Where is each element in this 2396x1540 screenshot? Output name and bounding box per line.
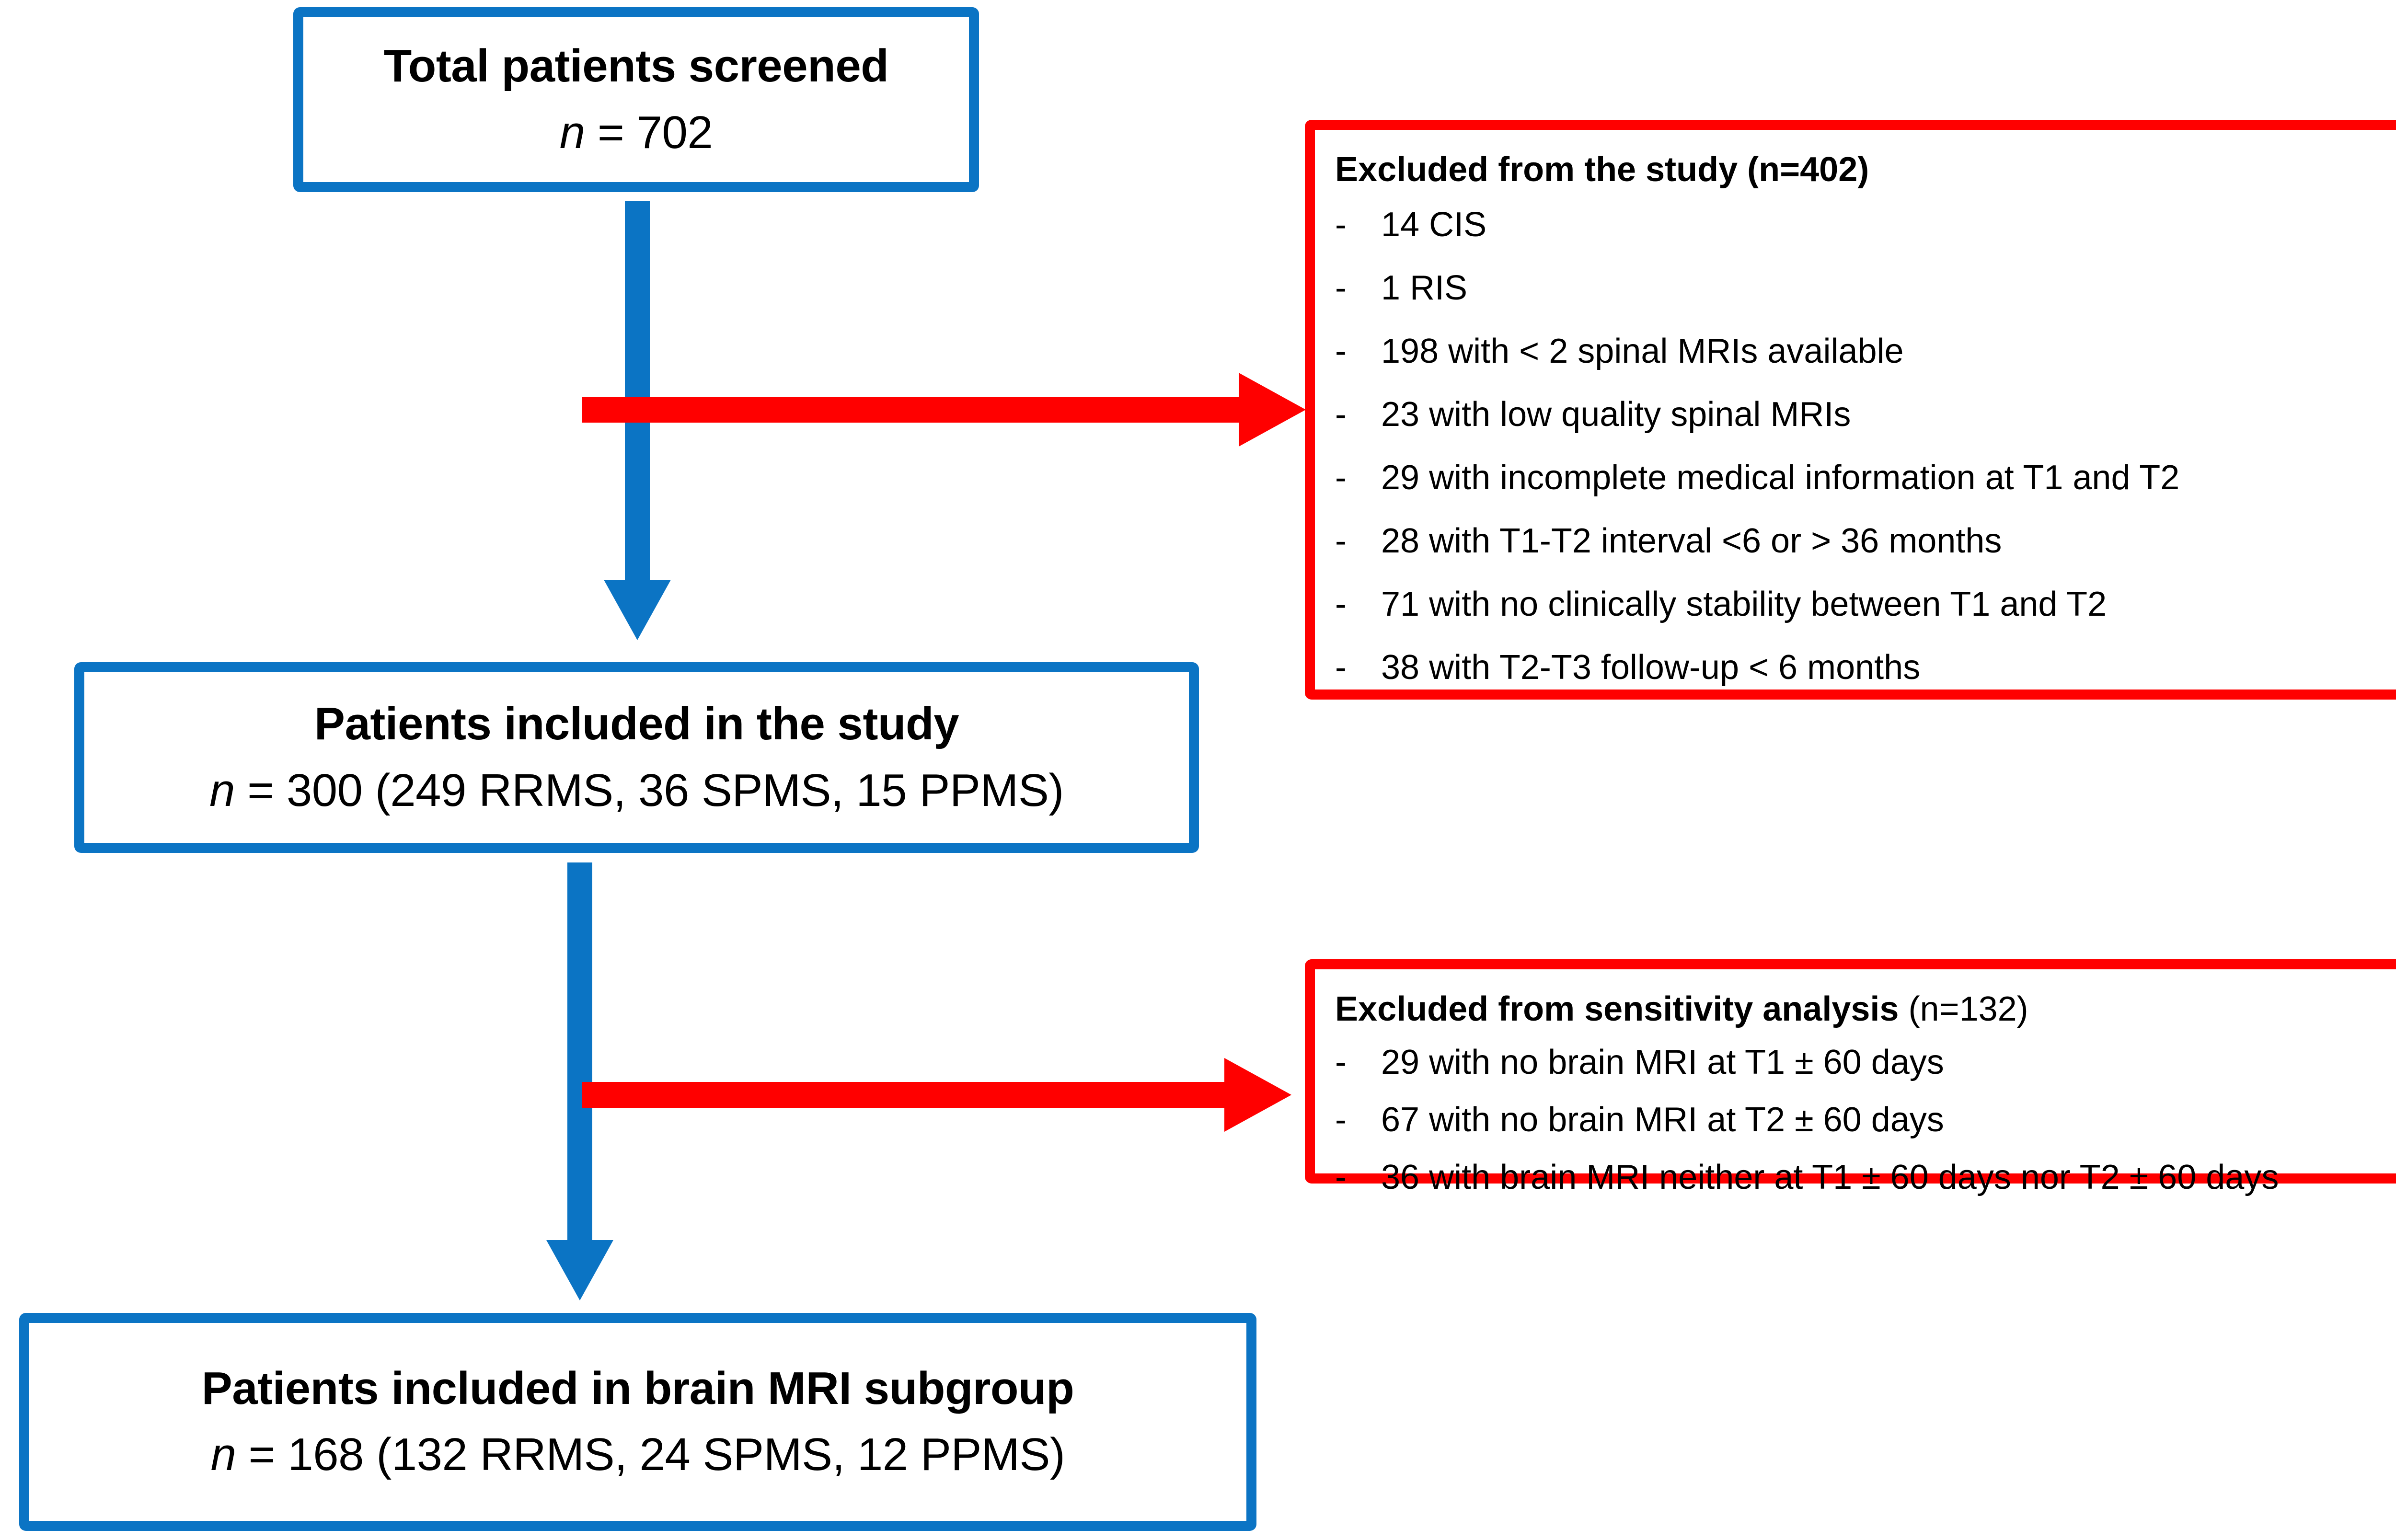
node-patients-included-in-study: Patients included in the study n = 300 (… bbox=[74, 662, 1199, 853]
list-item: - 14 CIS bbox=[1335, 205, 2396, 268]
bullet-dash-icon: - bbox=[1335, 648, 1347, 687]
arrow-right-icon bbox=[582, 373, 1306, 447]
arrow-down-included-to-subgroup bbox=[537, 862, 623, 1308]
n-value: = 702 bbox=[597, 107, 713, 158]
list-item: - 198 with < 2 spinal MRIs available bbox=[1335, 332, 2396, 395]
list-item-label: 23 with low quality spinal MRIs bbox=[1381, 395, 1851, 434]
list-item-label: 36 with brain MRI neither at T1 ± 60 day… bbox=[1381, 1158, 2279, 1197]
node-label-group: Total patients screened n = 702 bbox=[303, 37, 969, 162]
arrow-right-icon bbox=[582, 1058, 1291, 1132]
bullet-dash-icon: - bbox=[1335, 206, 1347, 244]
list-item: - 29 with no brain MRI at T1 ± 60 days bbox=[1335, 1043, 2396, 1100]
bullet-dash-icon: - bbox=[1335, 332, 1347, 371]
bullet-dash-icon: - bbox=[1335, 1101, 1347, 1139]
excluded-heading: Excluded from the study (n=402) bbox=[1335, 150, 2396, 189]
list-item-label: 198 with < 2 spinal MRIs available bbox=[1381, 332, 1904, 371]
n-italic-label: n bbox=[210, 1429, 236, 1481]
node-subtitle: n = 168 (132 RRMS, 24 SPMS, 12 PPMS) bbox=[29, 1426, 1246, 1485]
node-label-group: Patients included in the study n = 300 (… bbox=[84, 695, 1189, 820]
list-item-label: 67 with no brain MRI at T2 ± 60 days bbox=[1381, 1101, 1944, 1139]
excluded-from-sensitivity-analysis-box: Excluded from sensitivity analysis (n=13… bbox=[1305, 959, 2396, 1196]
list-item: - 28 with T1-T2 interval <6 or > 36 mont… bbox=[1335, 521, 2396, 585]
n-italic-label: n bbox=[559, 107, 585, 158]
arrow-down-icon bbox=[546, 862, 613, 1300]
bullet-dash-icon: - bbox=[1335, 1043, 1347, 1082]
node-title: Patients included in the study bbox=[314, 698, 959, 750]
arrow-right-to-excluded-study bbox=[582, 369, 1311, 450]
excluded-sensitivity-list: - 29 with no brain MRI at T1 ± 60 days -… bbox=[1335, 1043, 2396, 1215]
excluded-study-list: - 14 CIS - 1 RIS - 198 with < 2 spinal M… bbox=[1335, 205, 2396, 711]
list-item: - 23 with low quality spinal MRIs bbox=[1335, 395, 2396, 458]
node-subtitle: n = 300 (249 RRMS, 36 SPMS, 15 PPMS) bbox=[84, 761, 1189, 820]
list-item-label: 14 CIS bbox=[1381, 206, 1487, 244]
list-item-label: 1 RIS bbox=[1381, 269, 1468, 308]
list-item-label: 29 with incomplete medical information a… bbox=[1381, 459, 2180, 497]
bullet-dash-icon: - bbox=[1335, 459, 1347, 497]
node-title: Total patients screened bbox=[383, 40, 889, 92]
list-item: - 1 RIS bbox=[1335, 268, 2396, 332]
list-item-label: 38 with T2-T3 follow-up < 6 months bbox=[1381, 648, 1921, 687]
bullet-dash-icon: - bbox=[1335, 522, 1347, 561]
excluded-from-study-box: Excluded from the study (n=402) - 14 CIS… bbox=[1305, 120, 2396, 700]
bullet-dash-icon: - bbox=[1335, 1158, 1347, 1197]
bullet-dash-icon: - bbox=[1335, 585, 1347, 624]
list-item-label: 71 with no clinically stability between … bbox=[1381, 585, 2107, 624]
excluded-content: Excluded from the study (n=402) - 14 CIS… bbox=[1335, 150, 2396, 711]
list-item: - 38 with T2-T3 follow-up < 6 months bbox=[1335, 648, 2396, 711]
list-item: - 29 with incomplete medical information… bbox=[1335, 458, 2396, 521]
arrow-right-to-excluded-sensitivity bbox=[582, 1054, 1296, 1136]
n-italic-label: n bbox=[209, 765, 235, 816]
bullet-dash-icon: - bbox=[1335, 269, 1347, 308]
list-item-label: 29 with no brain MRI at T1 ± 60 days bbox=[1381, 1043, 1944, 1082]
excluded-heading-plain: (n=132) bbox=[1899, 990, 2028, 1028]
excluded-heading-bold: Excluded from sensitivity analysis bbox=[1335, 990, 1899, 1028]
node-subtitle: n = 702 bbox=[303, 103, 969, 162]
list-item: - 36 with brain MRI neither at T1 ± 60 d… bbox=[1335, 1158, 2396, 1215]
excluded-content: Excluded from sensitivity analysis (n=13… bbox=[1335, 990, 2396, 1215]
node-title: Patients included in brain MRI subgroup bbox=[201, 1362, 1074, 1414]
node-patients-included-in-brain-mri-subgroup: Patients included in brain MRI subgroup … bbox=[19, 1313, 1256, 1531]
n-value: = 168 (132 RRMS, 24 SPMS, 12 PPMS) bbox=[248, 1429, 1065, 1481]
excluded-heading-bold: Excluded from the study (n=402) bbox=[1335, 150, 1869, 189]
list-item: - 71 with no clinically stability betwee… bbox=[1335, 585, 2396, 648]
n-value: = 300 (249 RRMS, 36 SPMS, 15 PPMS) bbox=[247, 765, 1064, 816]
excluded-heading: Excluded from sensitivity analysis (n=13… bbox=[1335, 990, 2396, 1028]
node-label-group: Patients included in brain MRI subgroup … bbox=[29, 1359, 1246, 1485]
list-item-label: 28 with T1-T2 interval <6 or > 36 months bbox=[1381, 522, 2002, 561]
list-item: - 67 with no brain MRI at T2 ± 60 days bbox=[1335, 1100, 2396, 1158]
node-total-patients-screened: Total patients screened n = 702 bbox=[293, 7, 979, 192]
bullet-dash-icon: - bbox=[1335, 395, 1347, 434]
